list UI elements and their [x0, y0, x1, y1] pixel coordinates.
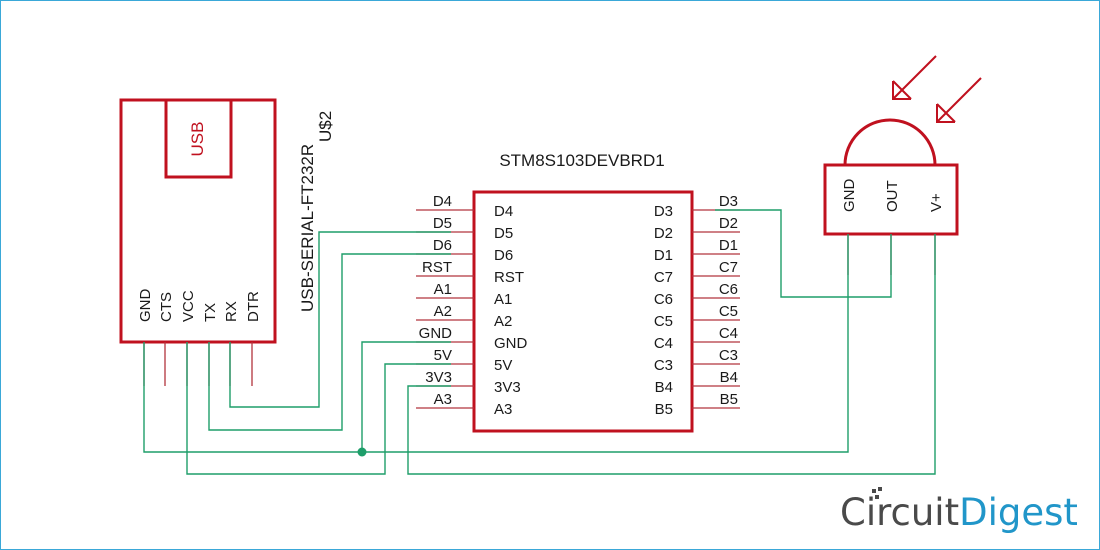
- wires: [143, 209, 936, 475]
- stm8-right-pin-c4-net-label: C4: [719, 325, 738, 342]
- usb-pin-dtr-label: DTR: [245, 291, 262, 322]
- stm8-left-pin-rst-label: RST: [494, 269, 524, 286]
- ir-sensor-dome: [843, 118, 937, 166]
- stm8-right-pin-c6-net-label: C6: [719, 281, 738, 298]
- usb-pin-cts-label: CTS: [158, 292, 175, 322]
- stm8-right-pin-b5-label: B5: [655, 401, 673, 418]
- stm8-right-pin-d2-label: D2: [654, 225, 673, 242]
- usb-pin-vcc-label: VCC: [180, 290, 197, 322]
- stm8-left-pins: D4D4D5D5D6D6RSTRSTA1A1A2A2GNDGND5V5V3V33…: [416, 193, 528, 418]
- wire-tx-d6: [208, 253, 451, 431]
- stm8-right-pin-b5-net-label: B5: [720, 391, 738, 408]
- stm8-right-pin-d2-net-label: D2: [719, 215, 738, 232]
- circuitdigest-logo: CircuitDigest: [840, 487, 1078, 534]
- stm8-left-pin-d6-net-label: D6: [433, 237, 452, 254]
- stm8-left-pin-a2-net-label: A2: [434, 303, 452, 320]
- stm8-left-pin-3v3-net-label: 3V3: [425, 369, 452, 386]
- stm8-right-pin-c3-label: C3: [654, 357, 673, 374]
- ir-light-arrow-1: [892, 55, 937, 100]
- ir-light-arrow-2: [936, 77, 982, 123]
- stm8-board-name: STM8S103DEVBRD1: [499, 151, 664, 170]
- stm8-left-pin-gnd-label: GND: [494, 335, 528, 352]
- stm8-right-pin-c3-net-label: C3: [719, 347, 738, 364]
- stm8-left-pin-gnd-net-label: GND: [419, 325, 453, 342]
- stm8-right-pin-d1-label: D1: [654, 247, 673, 264]
- stm8-right-pin-c4-label: C4: [654, 335, 673, 352]
- wire-vcc-5v: [186, 342, 451, 475]
- stm8-left-pin-rst-net-label: RST: [422, 259, 452, 276]
- stm8-right-pin-c5-label: C5: [654, 313, 673, 330]
- usb-connector-label: USB: [188, 122, 207, 157]
- stm8-right-pin-c7-label: C7: [654, 269, 673, 286]
- stm8-left-pin-a1-label: A1: [494, 291, 512, 308]
- usb-pin-gnd-label: GND: [137, 289, 154, 323]
- stm8-left-pin-d4-net-label: D4: [433, 193, 452, 210]
- stm8-right-pin-b4-net-label: B4: [720, 369, 738, 386]
- wire-rx-d5: [229, 231, 451, 408]
- ir-pin-v-label: V+: [928, 193, 945, 212]
- wire-d3-out: [715, 209, 892, 298]
- usb-pin-tx-label: TX: [202, 303, 219, 322]
- stm8-board: STM8S103DEVBRD1 D4D4D5D5D6D6RSTRSTA1A1A2…: [416, 151, 740, 433]
- stm8-left-pin-a1-net-label: A1: [434, 281, 452, 298]
- stm8-left-pin-d5-net-label: D5: [433, 215, 452, 232]
- stm8-right-pin-c5-net-label: C5: [719, 303, 738, 320]
- logo-text-circuit: Circuit: [840, 491, 959, 534]
- stm8-left-pin-d4-label: D4: [494, 203, 513, 220]
- usb-pin-rx-label: RX: [223, 301, 240, 322]
- ir-pin-gnd-label: GND: [841, 179, 858, 213]
- usb-module-part-name: USB-SERIAL-FT232R: [298, 144, 317, 312]
- stm8-left-pin-d5-label: D5: [494, 225, 513, 242]
- stm8-right-pin-d1-net-label: D1: [719, 237, 738, 254]
- ir-sensor-pins: GND OUT V+: [841, 179, 945, 275]
- logo-chip-icon: [872, 487, 882, 499]
- stm8-right-pin-d3-label: D3: [654, 203, 673, 220]
- stm8-right-pin-c6-label: C6: [654, 291, 673, 308]
- stm8-left-pin-d6-label: D6: [494, 247, 513, 264]
- stm8-left-pin-a2-label: A2: [494, 313, 512, 330]
- stm8-left-pin-5v-label: 5V: [494, 357, 512, 374]
- logo-text: CircuitDigest: [840, 491, 1078, 534]
- usb-connector-box: [164, 98, 233, 179]
- stm8-board-body: [472, 190, 694, 433]
- wire-gnd-stm8: [361, 341, 451, 452]
- wire-gnd-bus: [143, 234, 849, 453]
- ir-pin-out-label: OUT: [884, 180, 901, 212]
- usb-module-ref: U$2: [316, 111, 335, 142]
- logo-text-digest: Digest: [959, 491, 1078, 534]
- stm8-left-pin-a3-net-label: A3: [434, 391, 452, 408]
- stm8-right-pin-b4-label: B4: [655, 379, 673, 396]
- stm8-right-pin-c7-net-label: C7: [719, 259, 738, 276]
- stm8-left-pin-3v3-label: 3V3: [494, 379, 521, 396]
- stm8-left-pin-5v-net-label: 5V: [434, 347, 452, 364]
- stm8-left-pin-a3-label: A3: [494, 401, 512, 418]
- stm8-right-pin-d3-net-label: D3: [719, 193, 738, 210]
- wire-3v3-vplus: [407, 234, 936, 475]
- gnd-junction-dot: [357, 447, 367, 457]
